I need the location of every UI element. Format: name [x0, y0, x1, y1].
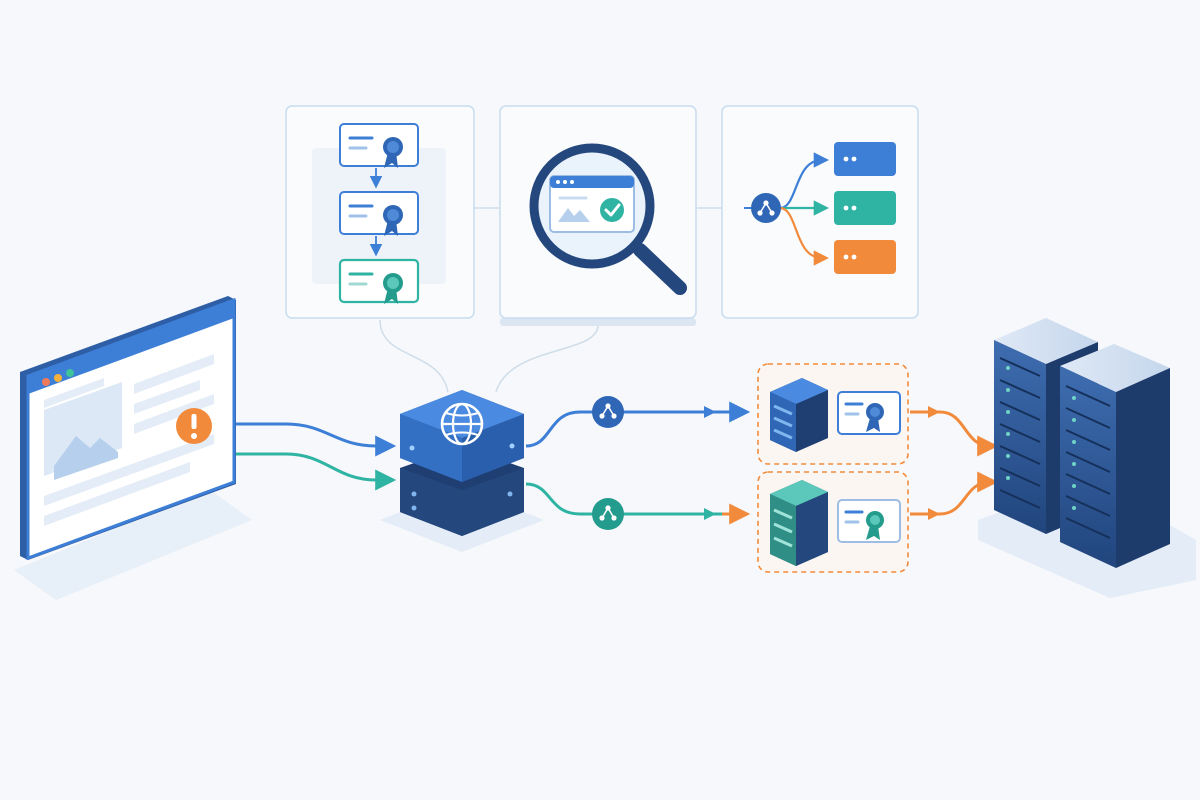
route-hub-icon — [751, 193, 781, 223]
link-gateway-backend-teal — [525, 482, 722, 516]
route-target-orange — [834, 240, 896, 274]
link-gateway-backend-blue — [525, 401, 751, 448]
panel-connectors — [379, 207, 722, 393]
arrow-head-blue — [704, 406, 716, 418]
window-dot-green — [66, 369, 74, 377]
panel-connector-line — [495, 324, 599, 393]
route-target-teal — [834, 191, 896, 225]
server-led-column — [1072, 396, 1076, 510]
route-line-blue — [779, 152, 830, 210]
link-client-gateway-teal — [236, 452, 397, 491]
inspection-panel — [499, 105, 697, 326]
panel-connector-line — [379, 319, 449, 393]
proxy-gateway — [380, 390, 544, 552]
server-slot-column — [1065, 385, 1111, 539]
certificate-icon — [339, 123, 419, 168]
link-backend-datacenter-teal — [910, 471, 999, 516]
globe-icon — [440, 402, 484, 446]
datacenter — [978, 318, 1196, 598]
arrow-head-teal — [704, 508, 716, 520]
client-browser — [14, 296, 252, 600]
backend-teal — [757, 471, 909, 573]
route-target-blue — [834, 142, 896, 176]
certificate-icon — [338, 258, 420, 304]
routing-panel — [721, 105, 919, 319]
arrow-head-orange — [928, 508, 940, 520]
backend-blue — [757, 363, 909, 465]
arrow-head-orange — [928, 406, 940, 418]
window-dot-red — [42, 378, 50, 386]
certificate-icon — [339, 191, 419, 236]
certificate-chain-panel — [285, 105, 475, 319]
window-dot-orange — [54, 374, 62, 382]
route-hub-icon — [592, 396, 624, 428]
server-led-column — [1006, 366, 1010, 480]
certificate-icon — [837, 499, 901, 543]
link-client-gateway-blue — [236, 422, 397, 457]
route-line-orange — [779, 206, 830, 266]
link-backend-datacenter-blue — [910, 410, 999, 457]
server-tower-icon — [994, 318, 1170, 568]
certificate-icon — [837, 391, 901, 435]
server-rack-icon — [770, 480, 828, 566]
server-rack-icon — [770, 378, 828, 452]
browser-window-icon — [28, 300, 234, 526]
alert-icon — [176, 408, 212, 444]
magnifier-check-icon — [529, 143, 687, 295]
route-hub-icon — [592, 498, 624, 530]
server-slot-column — [999, 357, 1041, 509]
